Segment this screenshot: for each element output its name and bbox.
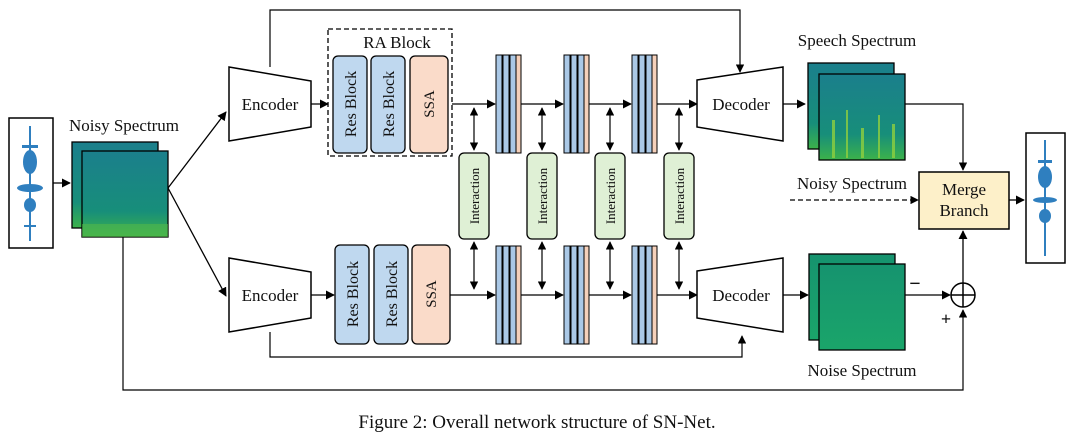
top-decoder-label: Decoder [712,95,770,114]
merge-branch-box [918,171,1010,230]
bottom-res-block-2 [373,244,409,345]
top-feature-bars-1 [495,54,522,154]
input-waveform-panel [8,117,54,249]
speech-spectrum-label: Speech Spectrum [798,31,917,50]
bottom-encoder-label: Encoder [242,286,299,305]
bottom-feature-bars-3 [631,245,658,345]
noisy-spectrum-label: Noisy Spectrum [69,116,179,135]
interaction-module-2: Interaction [526,107,558,290]
bottom-res-block-1-label: Res Block [345,261,362,327]
bottom-decoder-label: Decoder [712,286,770,305]
top-feature-bars-2 [563,54,590,154]
ra-block-frame [327,28,453,157]
top-res-block-1 [332,55,368,154]
plus-sign: + [941,309,951,329]
figure-caption: Figure 2: Overall network structure of S… [358,412,715,433]
top-ssa-block [409,55,449,154]
interaction-module-4: Interaction [663,107,695,290]
bottom-res-block-1 [334,244,370,345]
waveform-icon [17,126,43,241]
merge-branch-label-line2: Branch [939,201,989,220]
bottom-res-block-2-label: Res Block [384,261,401,327]
interaction-label-2: Interaction [535,167,550,224]
bottom-feature-bars-2 [563,245,590,345]
interaction-label-3: Interaction [603,167,618,224]
speech-spectrum-image [807,62,906,161]
bottom-encoder [228,257,312,333]
noise-spectrum-image [808,253,906,351]
top-res-block-2 [370,55,406,154]
top-feature-bars-3 [631,54,658,154]
minus-sign: − [909,273,920,295]
interaction-module-3: Interaction [594,107,626,290]
top-res-block-1-label: Res Block [343,71,360,137]
bottom-feature-bars-1 [495,245,522,345]
top-decoder [696,66,784,142]
subtraction-node [950,282,976,308]
output-waveform-panel [1025,132,1066,264]
interaction-module-1: Interaction [458,107,490,290]
top-encoder-label: Encoder [242,95,299,114]
top-res-block-2-label: Res Block [381,71,398,137]
merge-branch-label-line1: Merge [942,180,986,199]
interaction-label-1: Interaction [467,167,482,224]
noise-spectrum-label: Noise Spectrum [807,361,916,380]
bottom-decoder [696,257,784,333]
top-encoder [228,66,312,142]
output-waveform-icon [1033,140,1057,256]
ra-block-label: RA Block [363,33,431,52]
bottom-ssa-label: SSA [424,280,440,308]
noisy-spectrum-image [71,141,169,238]
interaction-label-4: Interaction [672,167,687,224]
merge-noisy-spectrum-label: Noisy Spectrum [797,174,907,193]
top-ssa-label: SSA [422,90,438,118]
